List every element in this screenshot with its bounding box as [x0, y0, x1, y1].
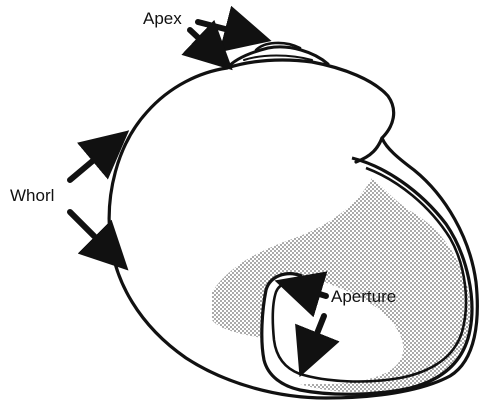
- whorl-arrow-up: [70, 138, 120, 180]
- aperture-shading: [212, 178, 471, 392]
- shell: [109, 43, 477, 398]
- whorl-arrow-down: [70, 212, 120, 262]
- aperture-arrow-down: [304, 316, 324, 366]
- body-whorl-curve: [356, 138, 382, 162]
- whorl-label: Whorl: [10, 186, 54, 205]
- apex-arrow-down: [190, 30, 224, 62]
- apex-label: Apex: [143, 9, 182, 28]
- arrows: [70, 22, 326, 366]
- aperture-label: Aperture: [331, 287, 396, 306]
- aperture-arrow-left: [286, 284, 326, 296]
- apex-arrow-right: [198, 22, 260, 38]
